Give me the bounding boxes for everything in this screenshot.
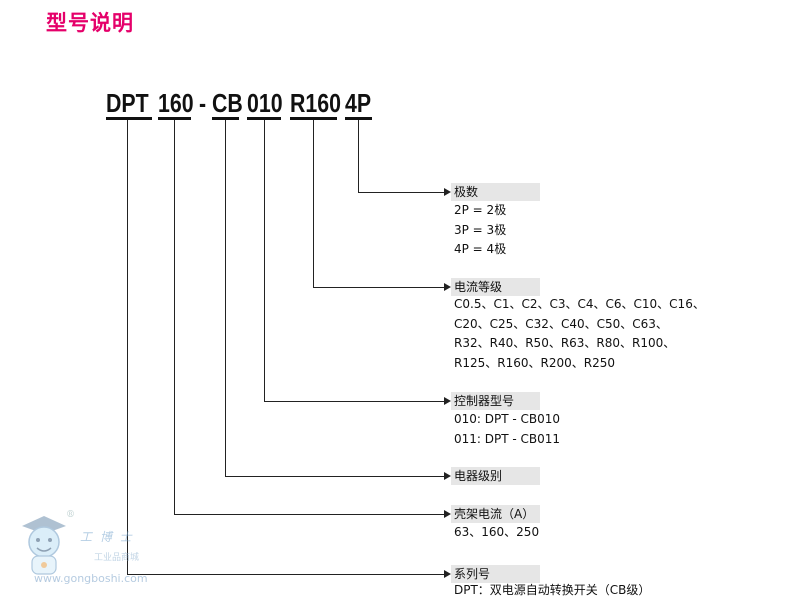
code-poles: 4P	[345, 88, 372, 118]
desc-rating-line-3: R32、R40、R50、R63、R80、R100、	[454, 336, 676, 350]
underline-series	[106, 117, 152, 120]
desc-poles-line-1: 2P = 2极	[454, 203, 507, 217]
desc-poles-line-3: 4P = 4极	[454, 242, 507, 256]
code-controller: 010	[247, 88, 283, 118]
desc-controller: 010: DPT - CB010 011: DPT - CB011	[454, 410, 560, 449]
watermark-registered: ®	[66, 510, 75, 520]
connector-class-h	[225, 476, 444, 477]
code-frame-current: 160	[158, 88, 194, 118]
watermark-url: www.gongboshi.com	[34, 572, 148, 585]
desc-controller-line-2: 011: DPT - CB011	[454, 431, 561, 446]
connector-poles-v	[358, 120, 359, 193]
code-series: DPT	[106, 88, 149, 118]
desc-rating: C0.5、C1、C2、C3、C4、C6、C10、C16、 C20、C25、C32…	[454, 295, 705, 373]
heading-series: 系列号	[451, 565, 540, 583]
arrow-poles	[444, 188, 451, 196]
arrow-class	[444, 472, 451, 480]
underline-frame	[158, 117, 191, 120]
heading-poles: 极数	[451, 183, 540, 201]
code-dash: -	[199, 88, 207, 118]
connector-class-v	[225, 120, 226, 477]
desc-rating-line-2: C20、C25、C32、C40、C50、C63、	[454, 316, 668, 331]
desc-frame-line-1: 63、160、250	[454, 525, 540, 539]
connector-poles-h	[358, 192, 444, 193]
watermark: ® 工 博 士 工业品商城 www.gongboshi.com	[14, 506, 164, 592]
desc-series: DPT：双电源自动转换开关（CB级）	[454, 581, 650, 601]
heading-class: 电器级别	[451, 467, 540, 485]
desc-controller-line-1: 010: DPT - CB010	[454, 412, 561, 426]
arrow-rating	[444, 283, 451, 291]
connector-controller-v	[264, 120, 265, 402]
arrow-series	[444, 570, 451, 578]
arrow-controller	[444, 397, 451, 405]
desc-rating-line-4: R125、R160、R200、R250	[454, 355, 615, 370]
arrow-frame	[444, 510, 451, 518]
underline-poles	[345, 117, 372, 120]
connector-series-h	[127, 574, 444, 575]
desc-rating-line-1: C0.5、C1、C2、C3、C4、C6、C10、C16、	[454, 297, 705, 311]
underline-class	[212, 117, 239, 120]
watermark-brand: 工 博 士	[80, 530, 134, 544]
connector-controller-h	[264, 401, 444, 402]
underline-controller	[247, 117, 281, 120]
connector-rating-v	[313, 120, 314, 288]
code-rating: R160	[290, 88, 341, 118]
heading-rating: 电流等级	[451, 278, 540, 296]
desc-poles: 2P = 2极 3P = 3极 4P = 4极	[454, 201, 506, 260]
page-title: 型号说明	[46, 11, 134, 35]
watermark-tagline: 工业品商城	[94, 553, 140, 563]
desc-poles-line-2: 3P = 3极	[454, 222, 507, 237]
desc-frame: 63、160、250	[454, 523, 539, 543]
connector-series-v	[127, 120, 128, 575]
connector-frame-h	[174, 514, 444, 515]
code-class: CB	[212, 88, 243, 118]
desc-series-line-1: DPT：双电源自动转换开关（CB级）	[454, 583, 651, 597]
connector-frame-v	[174, 120, 175, 515]
underline-rating	[290, 117, 337, 120]
mascot-icon	[22, 516, 66, 575]
connector-rating-h	[313, 287, 444, 288]
heading-frame: 壳架电流（A）	[451, 505, 540, 523]
heading-controller: 控制器型号	[451, 392, 540, 410]
